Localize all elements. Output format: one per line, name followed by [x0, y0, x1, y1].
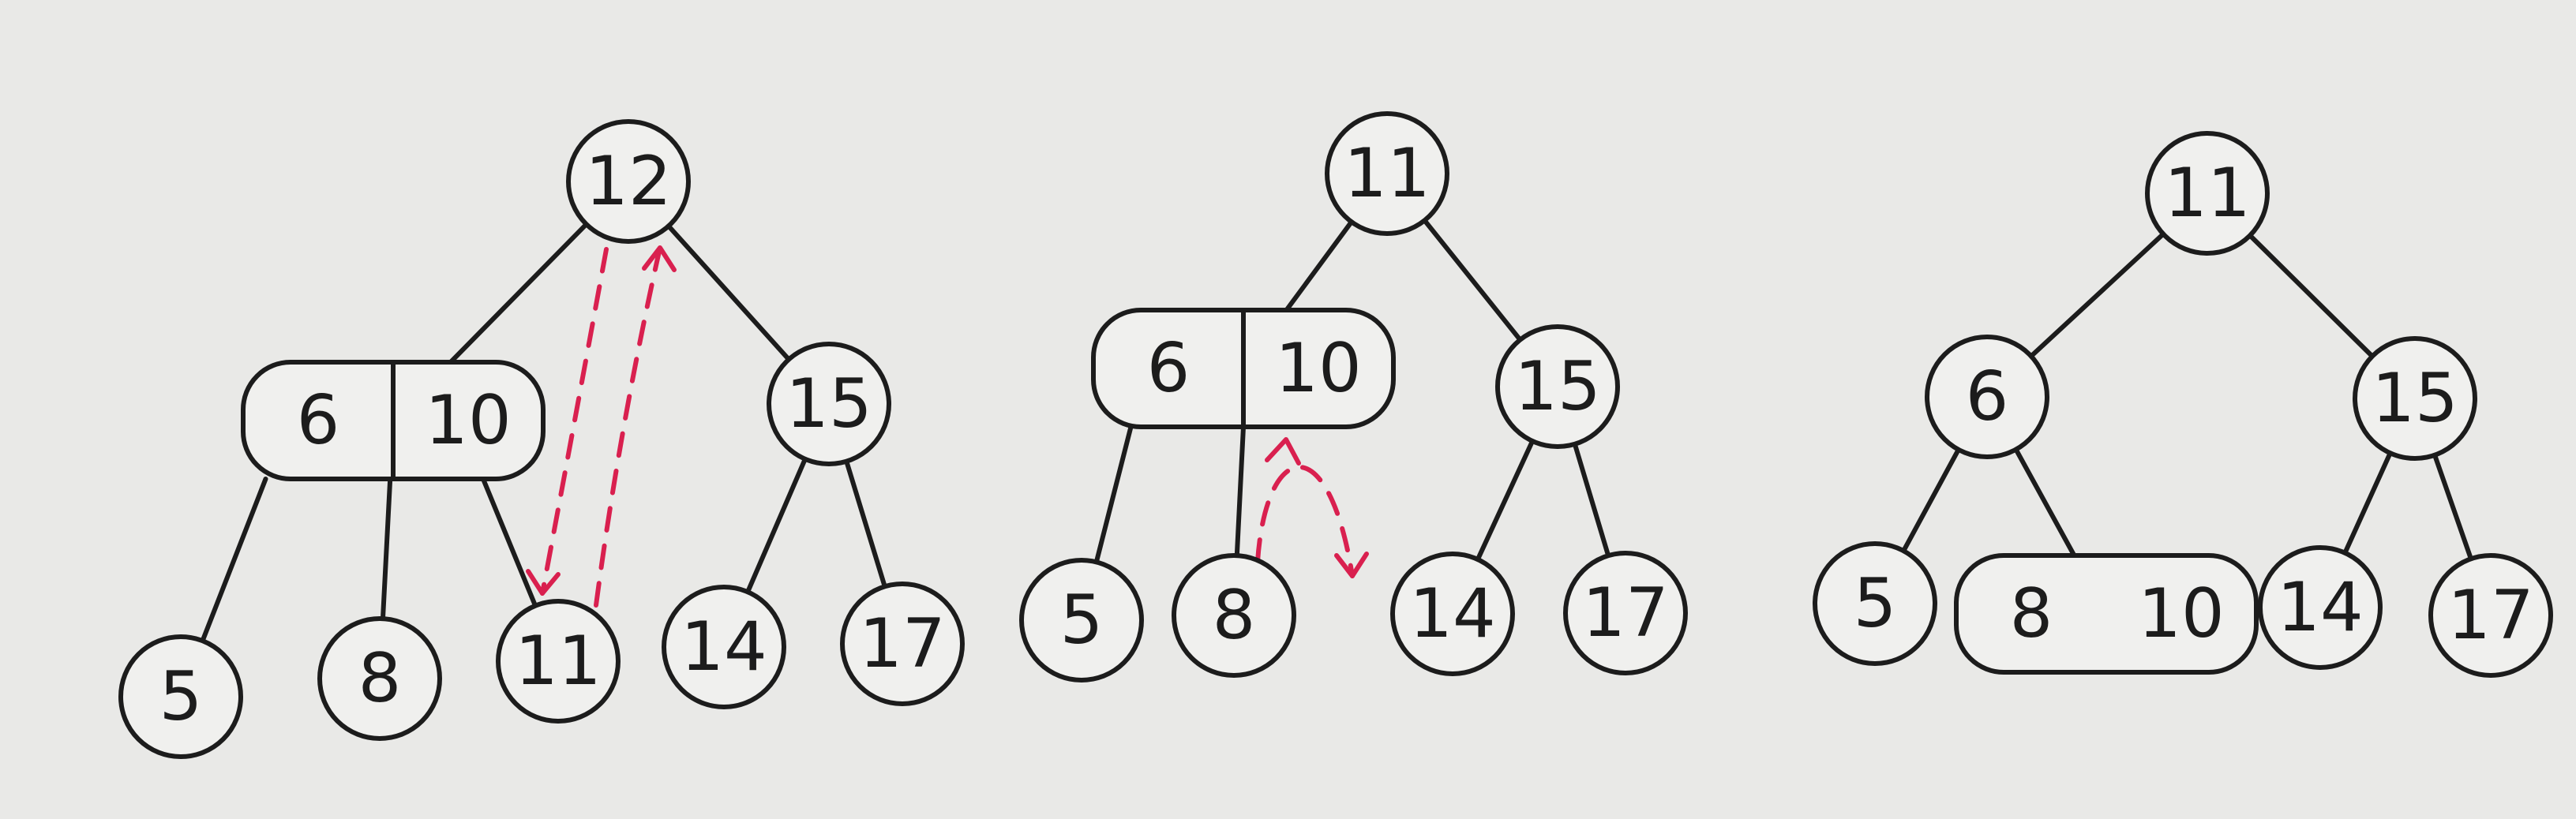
tree-edge [1422, 218, 1523, 342]
node-key: 11 [2164, 154, 2250, 233]
tree-edge [1475, 438, 1535, 563]
tree-edge [2342, 451, 2393, 555]
node-circle [1390, 552, 1515, 676]
tree-edge [844, 458, 887, 589]
node-key: 17 [859, 604, 945, 683]
nodes-layer: 12 6 10 15 5 8 11 14 17 11 6 10 15 5 8 14 17 11 6 15 5 8 10 14 1… [118, 111, 2553, 759]
arrowhead-icon [526, 569, 561, 596]
tree-edge [1234, 424, 1246, 559]
node-circle [662, 585, 786, 709]
node-key: 8 [358, 639, 402, 718]
node-key: 5 [159, 657, 203, 736]
tree-node: 17 [2428, 553, 2553, 678]
tree-edge [2248, 233, 2375, 359]
node-key: 15 [786, 365, 872, 443]
tree-node-multikey: 6 10 [1091, 308, 1396, 429]
tree-node: 15 [1495, 324, 1620, 449]
tree-edge [481, 477, 538, 608]
node-key: 12 [585, 142, 671, 221]
node-key: 15 [1514, 347, 1600, 426]
node-circle [2258, 545, 2383, 670]
node-key: 6 [1147, 329, 1191, 408]
edges-layer [200, 218, 2473, 644]
arrowhead-icon [1334, 552, 1369, 578]
node-key: 8 [1213, 576, 1256, 655]
node-key: 11 [1344, 134, 1430, 213]
tree-node: 12 [566, 119, 691, 244]
node-pill [1954, 553, 2259, 675]
tree-node: 15 [767, 342, 891, 466]
node-circle [1813, 541, 1937, 666]
swap-arrows-layer [526, 245, 1369, 608]
tree-edge [1093, 424, 1134, 565]
tree-node: 8 [1172, 553, 1296, 678]
tree-edge [1901, 447, 1961, 554]
tree-node: 11 [2145, 131, 2270, 256]
tree-node: 6 [1925, 335, 2049, 459]
node-circle [2353, 336, 2477, 461]
tree-node-multikey: 6 10 [241, 360, 546, 481]
tree-edge [666, 223, 792, 362]
node-key: 10 [1275, 329, 1361, 408]
node-circle [1019, 558, 1144, 682]
tree-node: 14 [662, 585, 786, 709]
node-key: 11 [515, 622, 601, 701]
node-key: 5 [1060, 581, 1104, 660]
node-key: 14 [2277, 568, 2363, 647]
node-circle [496, 599, 621, 724]
node-key: 17 [1582, 574, 1668, 653]
tree-edge [2028, 231, 2166, 359]
node-key: 14 [681, 608, 767, 686]
tree-edge [2013, 447, 2077, 558]
tree-node: 5 [118, 634, 243, 759]
node-circle [118, 634, 243, 759]
tree-node-multikey: 8 10 [1954, 553, 2259, 675]
tree-node: 8 [317, 616, 442, 741]
swap-arrow-up [594, 245, 662, 608]
node-key: 10 [2138, 574, 2224, 653]
swap-arrow-arch [1255, 465, 1355, 578]
node-key: 8 [2010, 574, 2053, 653]
node-key: 14 [1409, 574, 1495, 653]
tree-node: 14 [2258, 545, 2383, 670]
tree-edge [745, 456, 808, 595]
tree-node: 15 [2353, 336, 2477, 461]
node-circle [317, 616, 442, 741]
node-key: 10 [425, 381, 511, 460]
node-circle [767, 342, 891, 466]
tree-node: 11 [496, 599, 621, 724]
node-circle [840, 582, 965, 706]
tree-edge [1284, 219, 1354, 312]
tree-node: 17 [1563, 551, 1688, 675]
node-circle [1325, 111, 1449, 236]
node-key: 6 [297, 381, 340, 460]
tree-edge [200, 477, 268, 644]
arrowhead-icon [642, 245, 677, 272]
node-circle [2145, 131, 2270, 256]
node-key: 5 [1854, 564, 1897, 643]
node-circle [566, 119, 691, 244]
tree-node: 11 [1325, 111, 1449, 236]
node-key: 17 [2447, 576, 2533, 655]
node-circle [1925, 335, 2049, 459]
node-circle [1563, 551, 1688, 675]
tree-edge [448, 222, 589, 365]
swap-arrow-down [540, 247, 609, 596]
node-key: 6 [1966, 357, 2009, 436]
node-circle [1172, 553, 1296, 678]
tree-node: 14 [1390, 552, 1515, 676]
arrowhead-icon [1265, 437, 1301, 466]
tree-edge [380, 477, 393, 622]
node-circle [2428, 553, 2553, 678]
tree-edge [2432, 452, 2473, 562]
tree-edge [1572, 441, 1611, 559]
tree-node: 5 [1019, 558, 1144, 682]
node-circle [1495, 324, 1620, 449]
tree-node: 17 [840, 582, 965, 706]
tree-node: 5 [1813, 541, 1937, 666]
node-key: 15 [2372, 359, 2458, 438]
